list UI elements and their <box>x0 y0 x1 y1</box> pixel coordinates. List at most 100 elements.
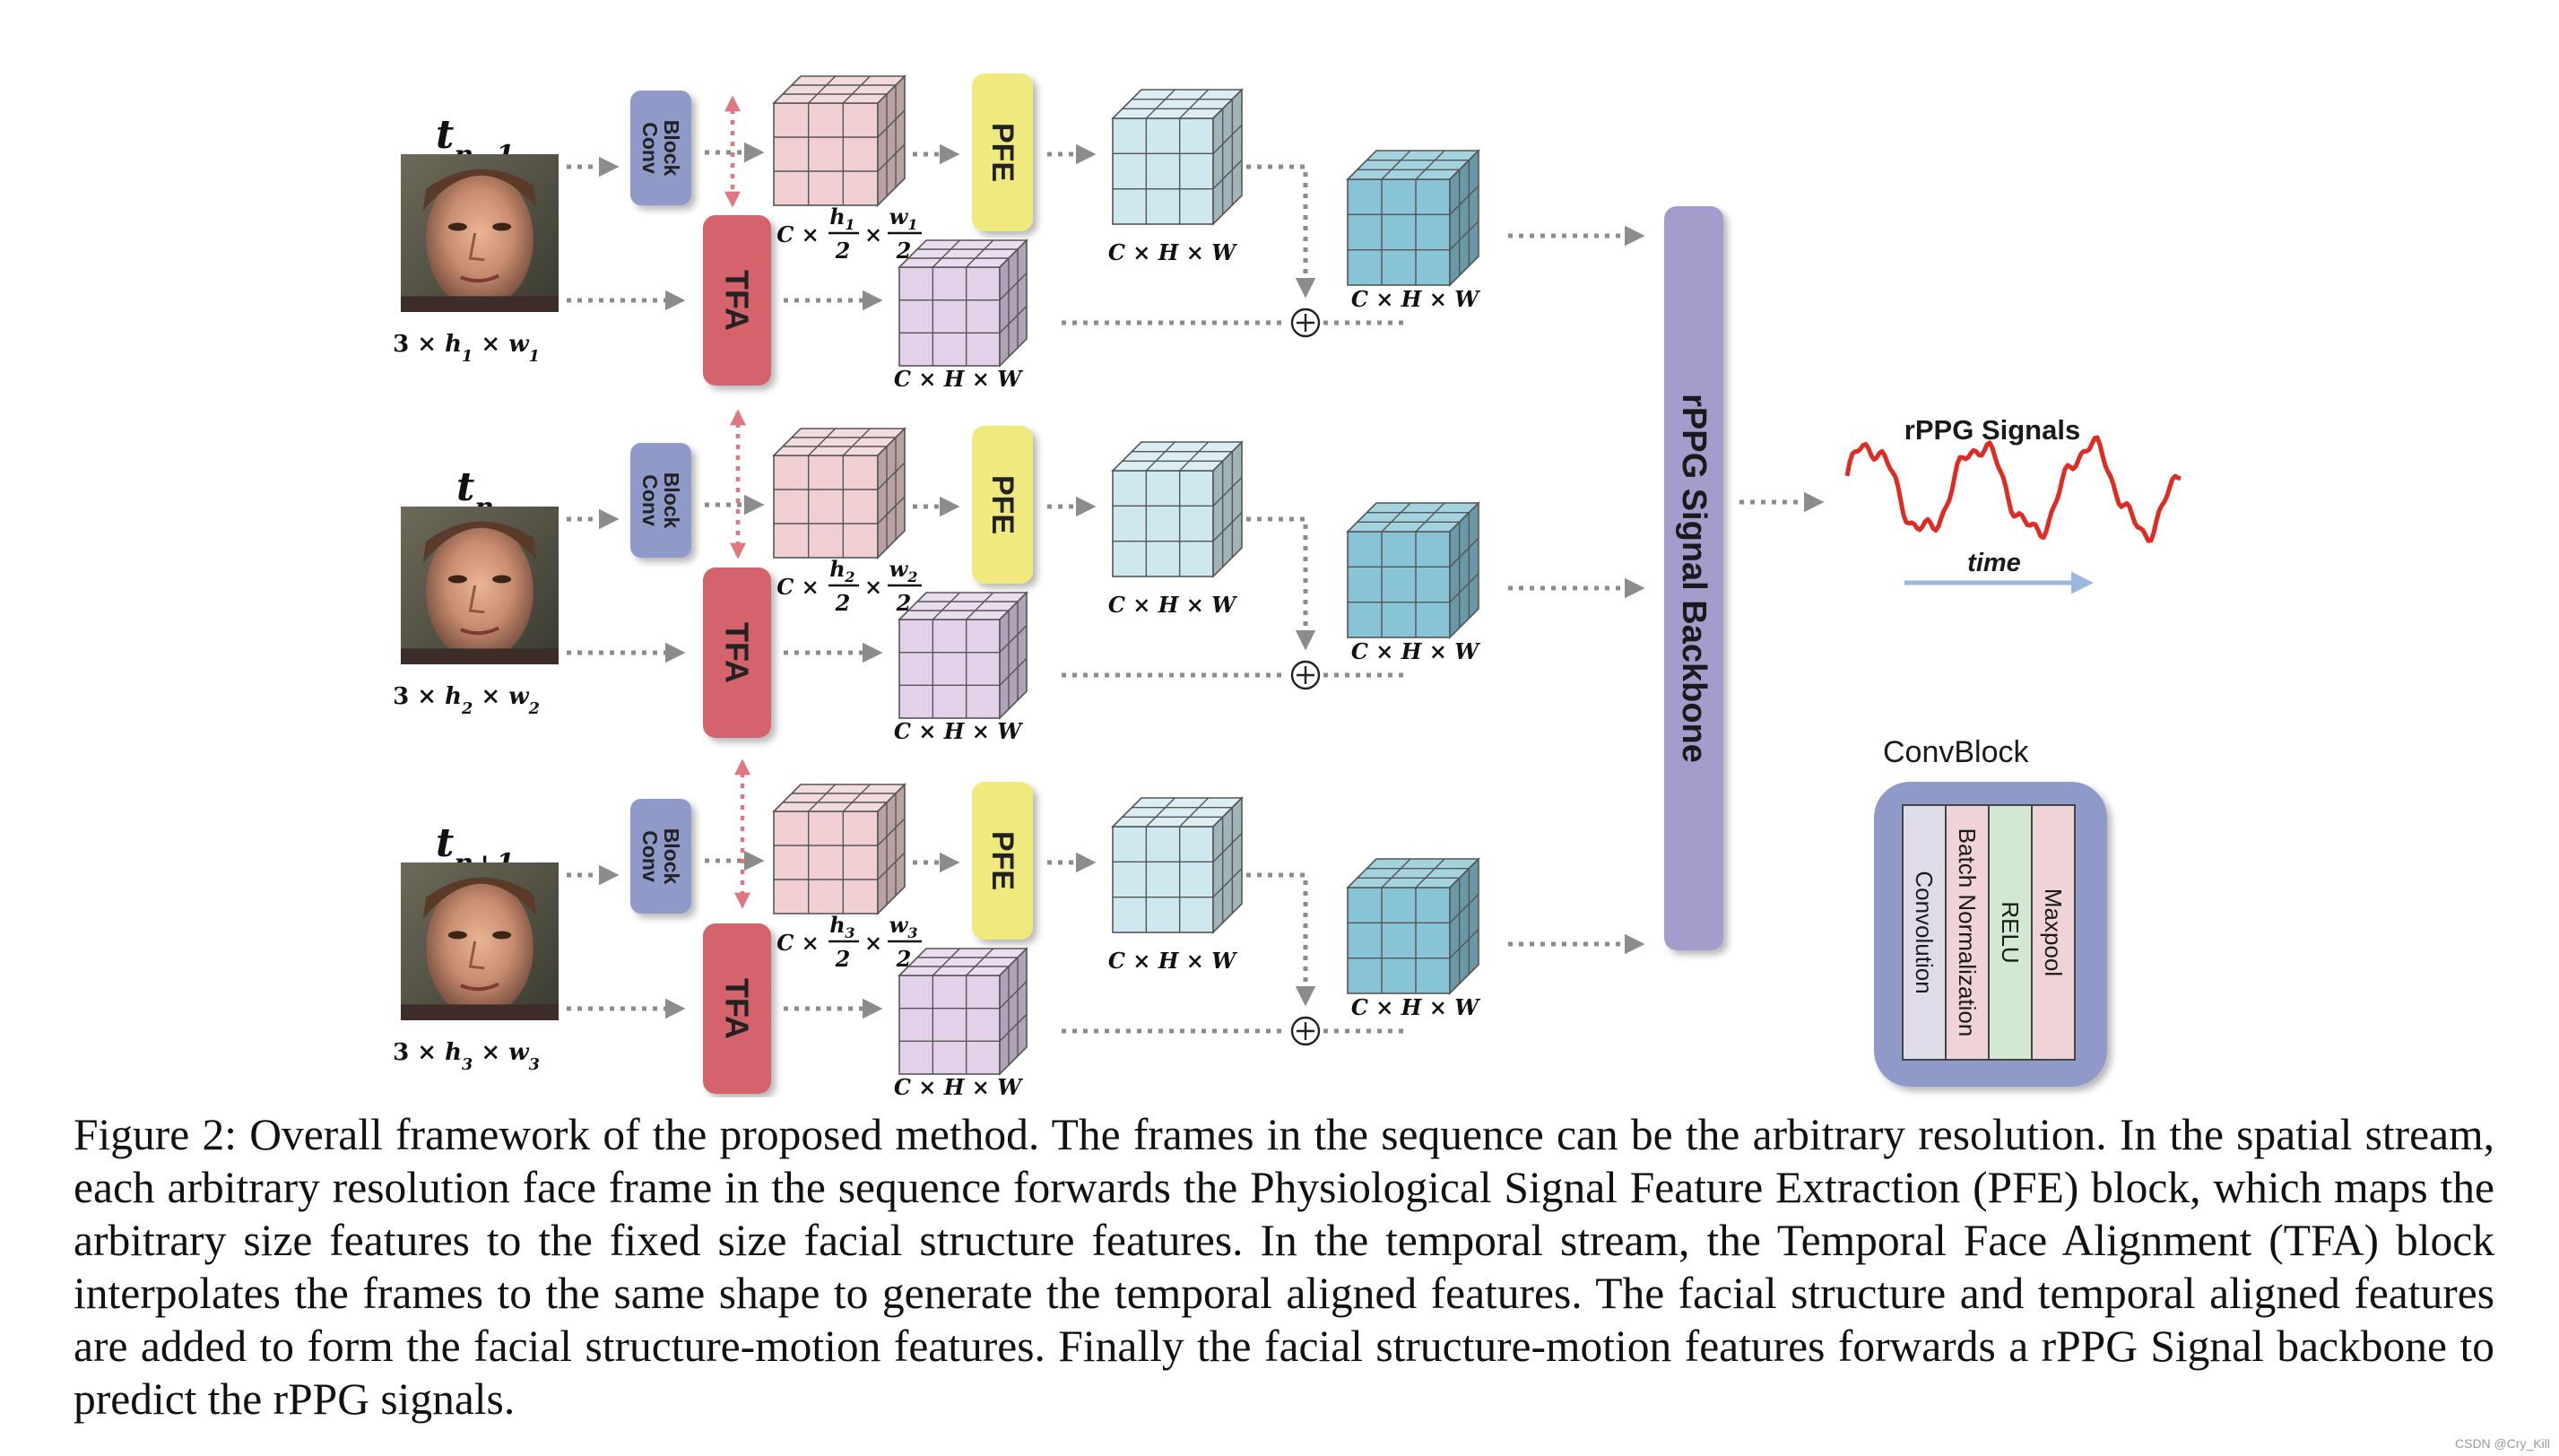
svg-text:1: 1 <box>907 216 917 233</box>
watermark: CSDN @Cry_Kill <box>2455 1436 2550 1451</box>
aligned-feature-dim: C × H × W <box>894 1074 1023 1097</box>
svg-text:C ×: C × <box>776 221 820 247</box>
convblock-layer-label: RELU <box>1997 901 2024 963</box>
aligned-feature-cube <box>898 238 1028 368</box>
svg-text:×: × <box>864 574 882 600</box>
motion-feature-cube <box>1346 501 1480 639</box>
sum-operator <box>1290 308 1321 338</box>
convblock-layer-label: Convolution <box>1911 871 1938 993</box>
tfa-label: TFA <box>719 978 756 1039</box>
tfa-block: TFA <box>703 923 771 1094</box>
svg-text:w: w <box>889 912 909 938</box>
svg-text:w: w <box>889 204 909 230</box>
svg-text:×: × <box>864 221 882 247</box>
svg-text:2: 2 <box>896 946 912 972</box>
pfe-label: PFE <box>985 475 1019 534</box>
structure-feature-dim: C × H × W <box>1108 592 1237 618</box>
conv-feature-cube <box>772 74 906 207</box>
tfa-block: TFA <box>703 568 771 738</box>
conv-block-label: Block <box>660 120 683 177</box>
svg-text:C ×: C × <box>776 574 820 600</box>
sum-operator <box>1290 660 1321 690</box>
arrow-structure-to-sum <box>1246 872 1316 1007</box>
svg-text:2: 2 <box>896 590 912 616</box>
sum-operator <box>1290 1016 1321 1046</box>
tfa-label: TFA <box>719 622 756 683</box>
pfe-label: PFE <box>985 123 1019 182</box>
convblock-legend-title: ConvBlock <box>1883 735 2030 769</box>
conv-block-label: Conv <box>638 830 662 882</box>
convblock-layer <box>1945 804 1990 1061</box>
svg-text:h: h <box>829 912 845 938</box>
aligned-feature-dim: C × H × W <box>894 718 1023 744</box>
svg-text:2: 2 <box>844 568 854 585</box>
time-axis-label: time <box>1967 549 2021 577</box>
tfa-block: TFA <box>703 215 771 386</box>
svg-text:3: 3 <box>907 924 917 941</box>
structure-feature-dim: C × H × W <box>1108 239 1237 265</box>
aligned-feature-dim: C × H × W <box>894 366 1023 392</box>
arrow-structure-to-sum <box>1246 164 1316 299</box>
svg-text:2: 2 <box>906 568 917 585</box>
conv-block: ConvBlock <box>630 799 691 914</box>
conv-block-label: Block <box>660 828 683 885</box>
rppg-backbone-block: rPPG Signal Backbone <box>1664 206 1723 950</box>
pfe-block: PFE <box>972 74 1033 231</box>
aligned-feature-cube <box>898 947 1028 1076</box>
input-dim-label: 3 × h3 × w3 <box>393 1039 540 1074</box>
input-dim-label: 3 × h1 × w1 <box>393 331 540 366</box>
conv-block-label: Conv <box>638 122 662 174</box>
input-dim-label: 3 × h2 × w2 <box>393 683 540 718</box>
convblock-layer <box>2031 804 2076 1061</box>
arrow-structure-to-sum <box>1246 516 1316 651</box>
convblock-layer-label: Maxpool <box>2040 888 2067 976</box>
structure-feature-dim: C × H × W <box>1108 948 1237 974</box>
motion-feature-dim: C × H × W <box>1351 638 1480 664</box>
svg-text:2: 2 <box>835 238 851 264</box>
tfa-label: TFA <box>719 270 756 331</box>
svg-text:2: 2 <box>896 238 912 264</box>
conv-block: ConvBlock <box>630 443 691 558</box>
face-frame-image <box>401 862 559 1020</box>
conv-block-label: Block <box>660 472 683 529</box>
motion-feature-cube <box>1346 149 1480 287</box>
face-frame-image <box>401 507 559 664</box>
backbone-label: rPPG Signal Backbone <box>1675 394 1713 763</box>
svg-text:×: × <box>864 930 882 956</box>
convblock-layer <box>1988 804 2033 1061</box>
svg-text:3: 3 <box>845 924 854 941</box>
structure-feature-cube <box>1111 88 1244 226</box>
pfe-block: PFE <box>972 782 1033 940</box>
structure-feature-cube <box>1111 796 1244 934</box>
svg-text:2: 2 <box>835 590 851 616</box>
conv-block-label: Conv <box>638 474 662 526</box>
rppg-signal-waveform <box>1844 435 2182 543</box>
rppg-signals-title: rPPG Signals <box>1904 414 2080 446</box>
structure-feature-cube <box>1111 440 1244 578</box>
motion-feature-cube <box>1346 857 1480 995</box>
aligned-feature-cube <box>898 591 1028 720</box>
convblock-layer-label: Batch Normalization <box>1954 828 1981 1037</box>
svg-text:C ×: C × <box>776 930 820 956</box>
svg-text:1: 1 <box>845 216 854 233</box>
motion-feature-dim: C × H × W <box>1351 994 1480 1020</box>
svg-text:h: h <box>829 556 845 582</box>
svg-text:h: h <box>829 204 845 230</box>
motion-feature-dim: C × H × W <box>1351 286 1480 312</box>
convblock-layer <box>1902 804 1947 1061</box>
svg-text:2: 2 <box>835 946 851 972</box>
svg-text:w: w <box>889 556 909 582</box>
pfe-block: PFE <box>972 426 1033 584</box>
pfe-label: PFE <box>985 831 1019 890</box>
conv-block: ConvBlock <box>630 91 691 205</box>
conv-feature-cube <box>772 427 906 559</box>
conv-feature-cube <box>772 783 906 915</box>
